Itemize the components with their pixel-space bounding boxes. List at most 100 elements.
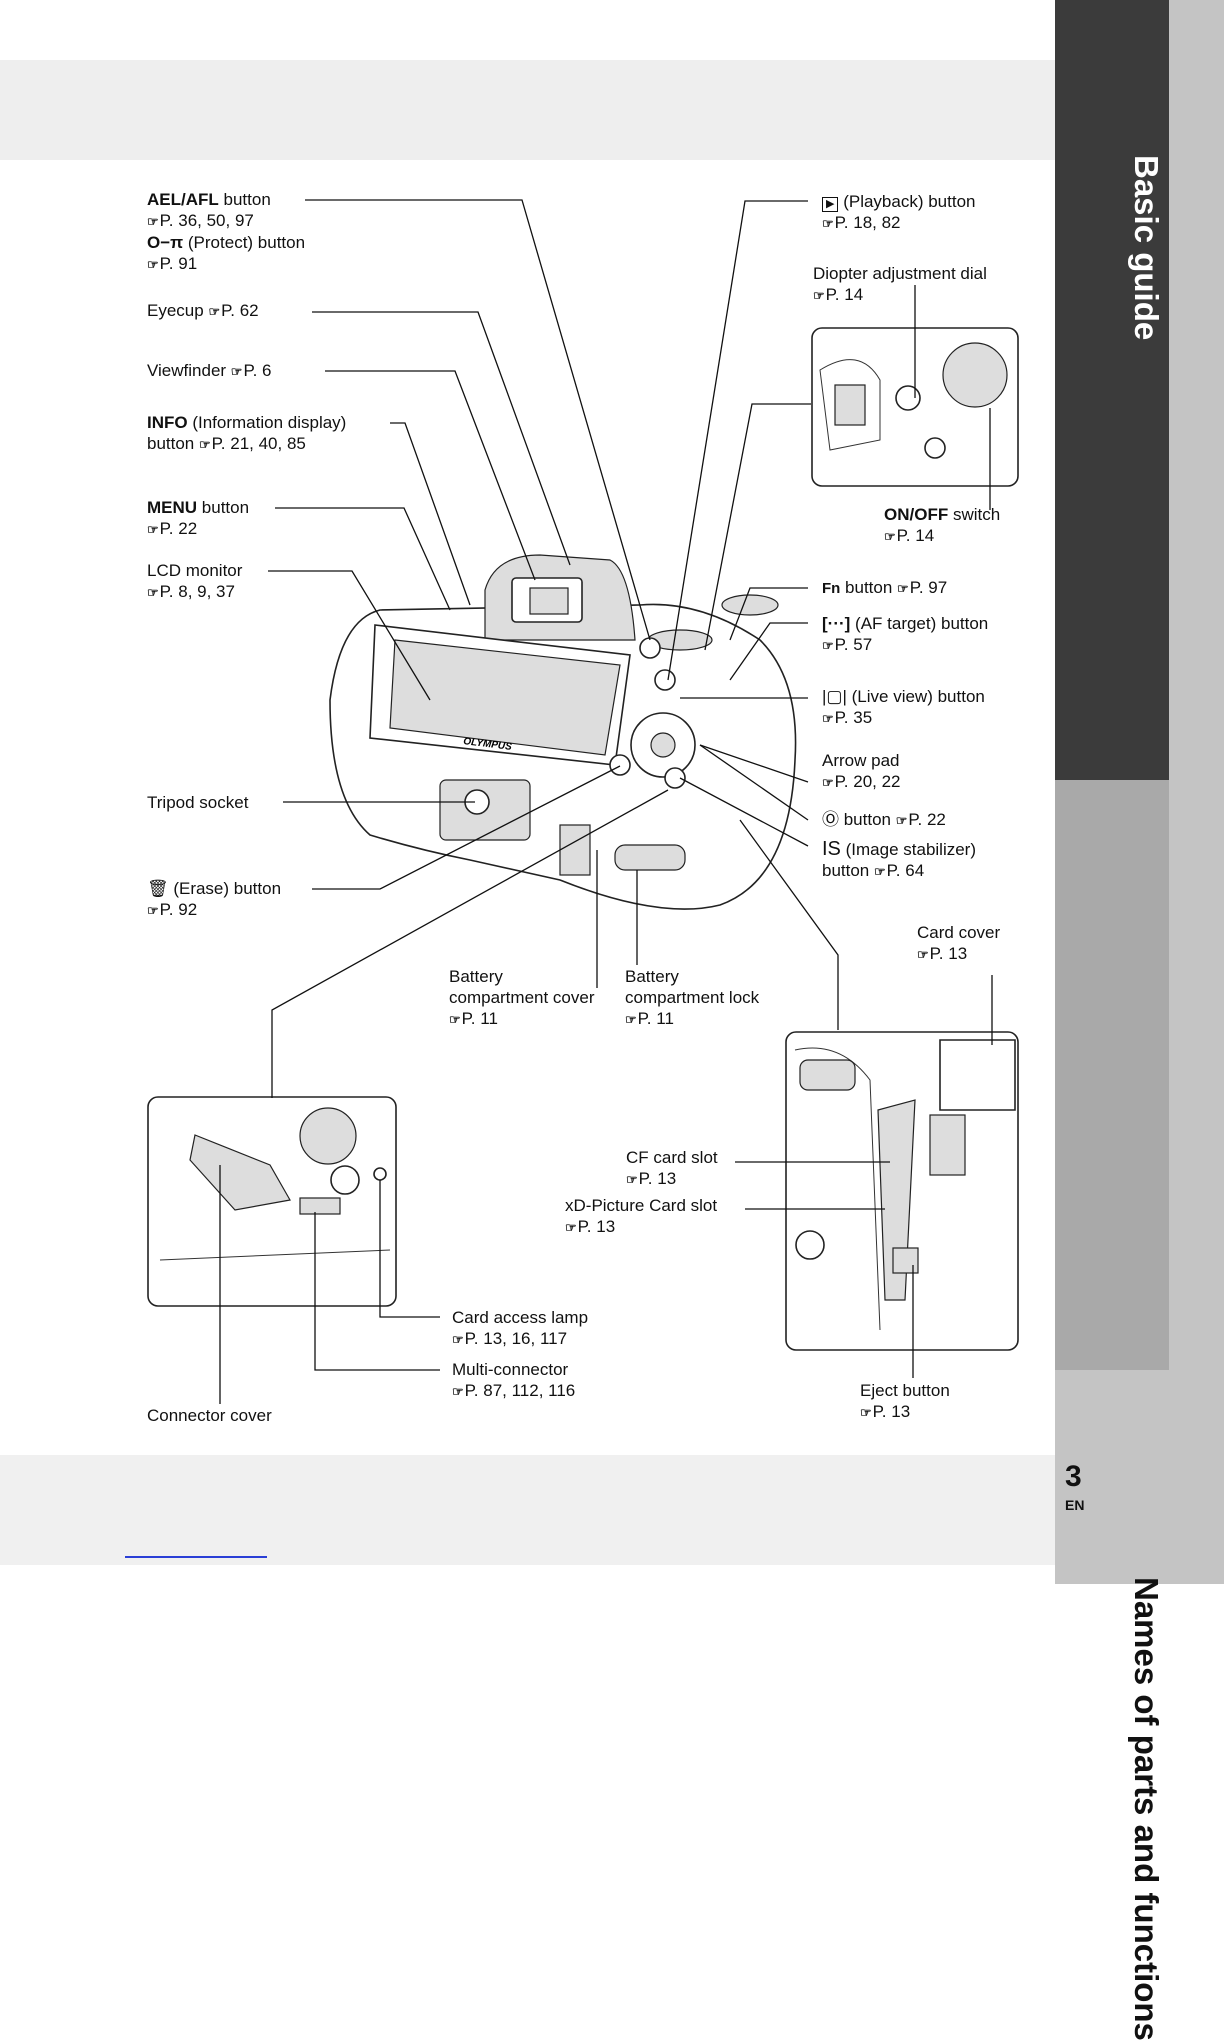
card-cover-title: Card cover (917, 923, 1001, 942)
label-is-button: IS (Image stabilizer) button ☞P. 64 (822, 839, 976, 882)
eject-ref[interactable]: P. 13 (872, 1402, 911, 1421)
af-target-icon: [···] (822, 614, 851, 633)
label-ael-afl-button: AEL/AFL button ☞P. 36, 50, 97 O−π (Prote… (147, 189, 305, 275)
ref-book-icon: ☞ (626, 1172, 638, 1187)
ref-book-icon: ☞ (884, 529, 896, 544)
page-number: 3 (1065, 1460, 1082, 1493)
diopter-ref[interactable]: P. 14 (825, 285, 864, 304)
label-multi-connector: Multi-connector ☞P. 87, 112, 116 (452, 1359, 575, 1402)
ref-book-icon: ☞ (822, 216, 834, 231)
inset-diopter (811, 327, 1019, 487)
ref-book-icon: ☞ (860, 1405, 872, 1420)
label-on-off-switch: ON/OFF switch ☞P. 14 (884, 504, 1000, 547)
label-live-view-button: |▢| (Live view) button ☞P. 35 (822, 686, 985, 729)
ref-book-icon: ☞ (199, 437, 211, 452)
access-lamp-ref[interactable]: P. 13, 16, 117 (464, 1329, 568, 1348)
is-icon: IS (822, 838, 841, 860)
conn-cover-title: Connector cover (147, 1406, 272, 1425)
erase-ref[interactable]: P. 92 (159, 900, 198, 919)
is-suffix: (Image stabilizer) (840, 840, 977, 859)
is-ref[interactable]: P. 64 (886, 861, 925, 880)
label-arrow-pad: Arrow pad ☞P. 20, 22 (822, 750, 901, 793)
trash-icon: 🗑 (147, 879, 169, 898)
scan-bottom-band (0, 1455, 1055, 1565)
ref-book-icon: ☞ (822, 775, 834, 790)
ok-icon: Ⓞ (822, 810, 839, 829)
playback-title: (Playback) button (838, 192, 976, 211)
label-eject-button: Eject button ☞P. 13 (860, 1380, 950, 1423)
battery-lock-line1: Battery (625, 967, 679, 986)
ael-afl-title: AEL/AFL (147, 190, 219, 209)
playback-ref[interactable]: P. 18, 82 (834, 213, 901, 232)
footer-line (125, 1556, 267, 1558)
ref-book-icon: ☞ (897, 581, 909, 596)
tab-names-of-parts[interactable]: Names of parts and functions (1055, 780, 1169, 2041)
live-view-suffix: (Live view) button (846, 687, 985, 706)
ref-book-icon: ☞ (895, 813, 908, 828)
label-info-button: INFO (Information display) button ☞P. 21… (147, 412, 346, 455)
label-playback-button: ▶ (Playback) button ☞P. 18, 82 (822, 191, 975, 234)
multi-conn-title: Multi-connector (452, 1360, 569, 1379)
label-diopter-dial: Diopter adjustment dial ☞P. 14 (813, 263, 987, 306)
battery-lock-ref[interactable]: P. 11 (637, 1009, 674, 1028)
ref-book-icon: ☞ (449, 1012, 461, 1027)
card-cover-ref[interactable]: P. 13 (929, 944, 968, 963)
xd-slot-ref[interactable]: P. 13 (577, 1217, 616, 1236)
fn-suffix: button (840, 578, 898, 597)
battery-cover-ref[interactable]: P. 11 (461, 1009, 498, 1028)
cf-slot-title: CF card slot (626, 1148, 718, 1167)
ok-ref[interactable]: P. 22 (908, 810, 946, 829)
tab-basic-guide[interactable]: Basic guide (1055, 0, 1169, 780)
scan-top-band (0, 60, 1055, 160)
tripod-title: Tripod socket (147, 793, 249, 812)
menu-suffix: button (197, 498, 250, 517)
live-view-ref[interactable]: P. 35 (834, 708, 873, 727)
ael-afl-suffix: button (218, 190, 271, 209)
fn-ref[interactable]: P. 97 (909, 578, 948, 597)
viewfinder-ref[interactable]: P. 6 (243, 361, 272, 380)
eyecup-ref[interactable]: P. 62 (221, 301, 259, 320)
ok-suffix: button (839, 810, 896, 829)
inset-connector (147, 1096, 397, 1307)
ael-afl-ref[interactable]: P. 36, 50, 97 (159, 211, 254, 230)
ref-book-icon: ☞ (917, 947, 929, 962)
ref-book-icon: ☞ (230, 364, 243, 379)
sidebar: Basic guide Names of parts and functions… (1055, 0, 1224, 2041)
label-fn-button: Fn button ☞P. 97 (822, 577, 947, 599)
inset-card-slot (785, 1031, 1019, 1351)
af-target-ref[interactable]: P. 57 (834, 635, 873, 654)
info-ref[interactable]: P. 21, 40, 85 (211, 434, 306, 453)
protect-key-icon: O−π (147, 233, 184, 252)
label-lcd-monitor: LCD monitor ☞P. 8, 9, 37 (147, 560, 242, 603)
xd-slot-title: xD-Picture Card slot (565, 1196, 718, 1215)
ref-book-icon: ☞ (813, 288, 825, 303)
protect-ref[interactable]: P. 91 (159, 254, 198, 273)
label-af-target-button: [···] (AF target) button ☞P. 57 (822, 613, 988, 656)
af-target-suffix: (AF target) button (850, 614, 989, 633)
ref-book-icon: ☞ (625, 1012, 637, 1027)
cf-slot-ref[interactable]: P. 13 (638, 1169, 677, 1188)
label-erase-button: 🗑 (Erase) button ☞P. 92 (147, 878, 281, 921)
label-xd-card-slot: xD-Picture Card slot ☞P. 13 (565, 1195, 717, 1238)
camera-body: OLYMPUS (329, 554, 797, 910)
multi-conn-ref[interactable]: P. 87, 112, 116 (464, 1381, 576, 1400)
label-battery-cover: Battery compartment cover ☞P. 11 (449, 966, 595, 1030)
ref-book-icon: ☞ (147, 522, 159, 537)
lcd-ref[interactable]: P. 8, 9, 37 (159, 582, 235, 601)
menu-ref[interactable]: P. 22 (159, 519, 198, 538)
arrow-pad-ref[interactable]: P. 20, 22 (834, 772, 901, 791)
ref-book-icon: ☞ (452, 1384, 464, 1399)
erase-title: (Erase) button (168, 879, 282, 898)
ref-book-icon: ☞ (874, 864, 886, 879)
is-line2: button (822, 861, 874, 880)
ref-book-icon: ☞ (208, 304, 220, 319)
protect-suffix: (Protect) button (183, 233, 306, 252)
ref-book-icon: ☞ (822, 711, 834, 726)
viewfinder-title: Viewfinder (147, 361, 231, 380)
live-view-icon: |▢| (822, 687, 847, 706)
label-cf-card-slot: CF card slot ☞P. 13 (626, 1147, 718, 1190)
onoff-ref[interactable]: P. 14 (896, 526, 935, 545)
label-card-access-lamp: Card access lamp ☞P. 13, 16, 117 (452, 1307, 588, 1350)
info-line2: button (147, 434, 199, 453)
label-connector-cover: Connector cover (147, 1405, 272, 1426)
